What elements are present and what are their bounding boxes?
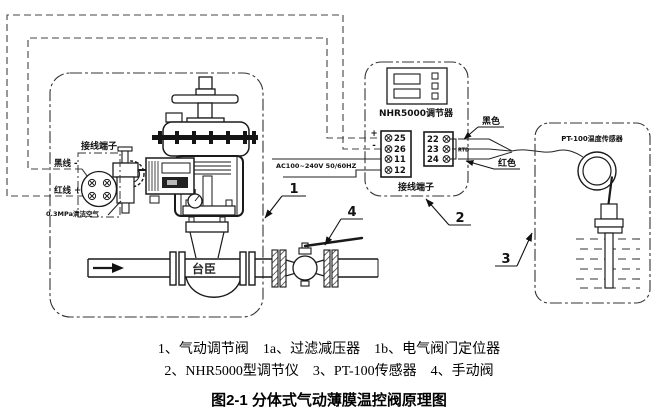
controller-terminal-label: 接线端子 [398,181,434,193]
cable-color-callouts: 黑色 红色 [463,115,520,170]
callout-1: 1 [289,182,298,197]
terminal-block-right: 22 23 24 RTD [423,131,469,167]
manual-valve [271,236,379,288]
sensor-coil [577,151,617,205]
terminal-11: 11 [394,155,406,165]
sensor-cable [458,138,584,160]
body-watermark: 台臣 [192,261,216,276]
minus-sign: - [372,141,376,151]
terminal-23: 23 [427,145,439,155]
valve-terminal-label: 接线端子 [81,140,117,152]
sensor-unit: PT-100温度传感器 [534,122,651,304]
terminal-25: 25 [394,134,406,144]
rtd-bracket [450,138,457,160]
legend-line-1: 1、气动调节阀 1a、过滤减压器 1b、电气阀门定位器 [157,342,501,357]
valve-unit-border [49,72,264,318]
sensor-name: PT-100温度传感器 [561,134,623,143]
callouts: 1 2 3 4 [264,182,533,267]
valve-lever [303,236,364,248]
valve-unit: 0.3MPa清洁空气 接线端子 黑线 - 红线 + [46,72,272,318]
controller-border [364,61,469,197]
ac-power-label: AC100~240V 50/60HZ [276,162,357,170]
callout-2: 2 [455,211,464,226]
ac-power-wires [272,158,381,178]
figure-title: 图2-1 分体式气动薄膜温控阀原理图 [211,392,447,409]
handwheel [171,76,239,124]
rtd-label: RTD [458,148,469,154]
controller-faceplate [386,67,448,105]
callout-3: 3 [501,252,510,267]
callout-4: 4 [347,205,356,220]
valve-bonnet [185,216,229,259]
flow-arrow [112,263,124,273]
valve-terminal-connector [77,152,121,218]
controller-name: NHR5000调节器 [379,107,454,119]
black-color-label: 黑色 [482,115,500,127]
sensor-probe [576,203,644,289]
terminal-block-left: 25 26 11 12 + - [370,129,412,178]
legend-line-2: 2、NHR5000型调节仪 3、PT-100传感器 4、手动阀 [164,364,494,379]
actuator-flange-band [152,135,258,140]
terminal-22: 22 [427,135,439,145]
terminal-26: 26 [394,145,406,155]
controller-unit: NHR5000调节器 25 26 11 12 + - [364,61,469,197]
filter-regulator [107,146,146,216]
red-color-label: 红色 [498,157,516,169]
diagram-canvas: AC100~240V 50/60HZ [6,14,651,318]
terminal-24: 24 [427,155,439,165]
red-wire-label: 红线 + [54,185,81,196]
air-supply-label: 0.3MPa清洁空气 [46,209,99,218]
sensor-border [534,122,651,304]
plus-sign: + [370,129,377,139]
valve-body-pipe [87,251,272,298]
diaphragm-actuator [152,112,258,157]
black-wire-label: 黑线 - [54,158,78,169]
terminal-12: 12 [394,166,406,176]
